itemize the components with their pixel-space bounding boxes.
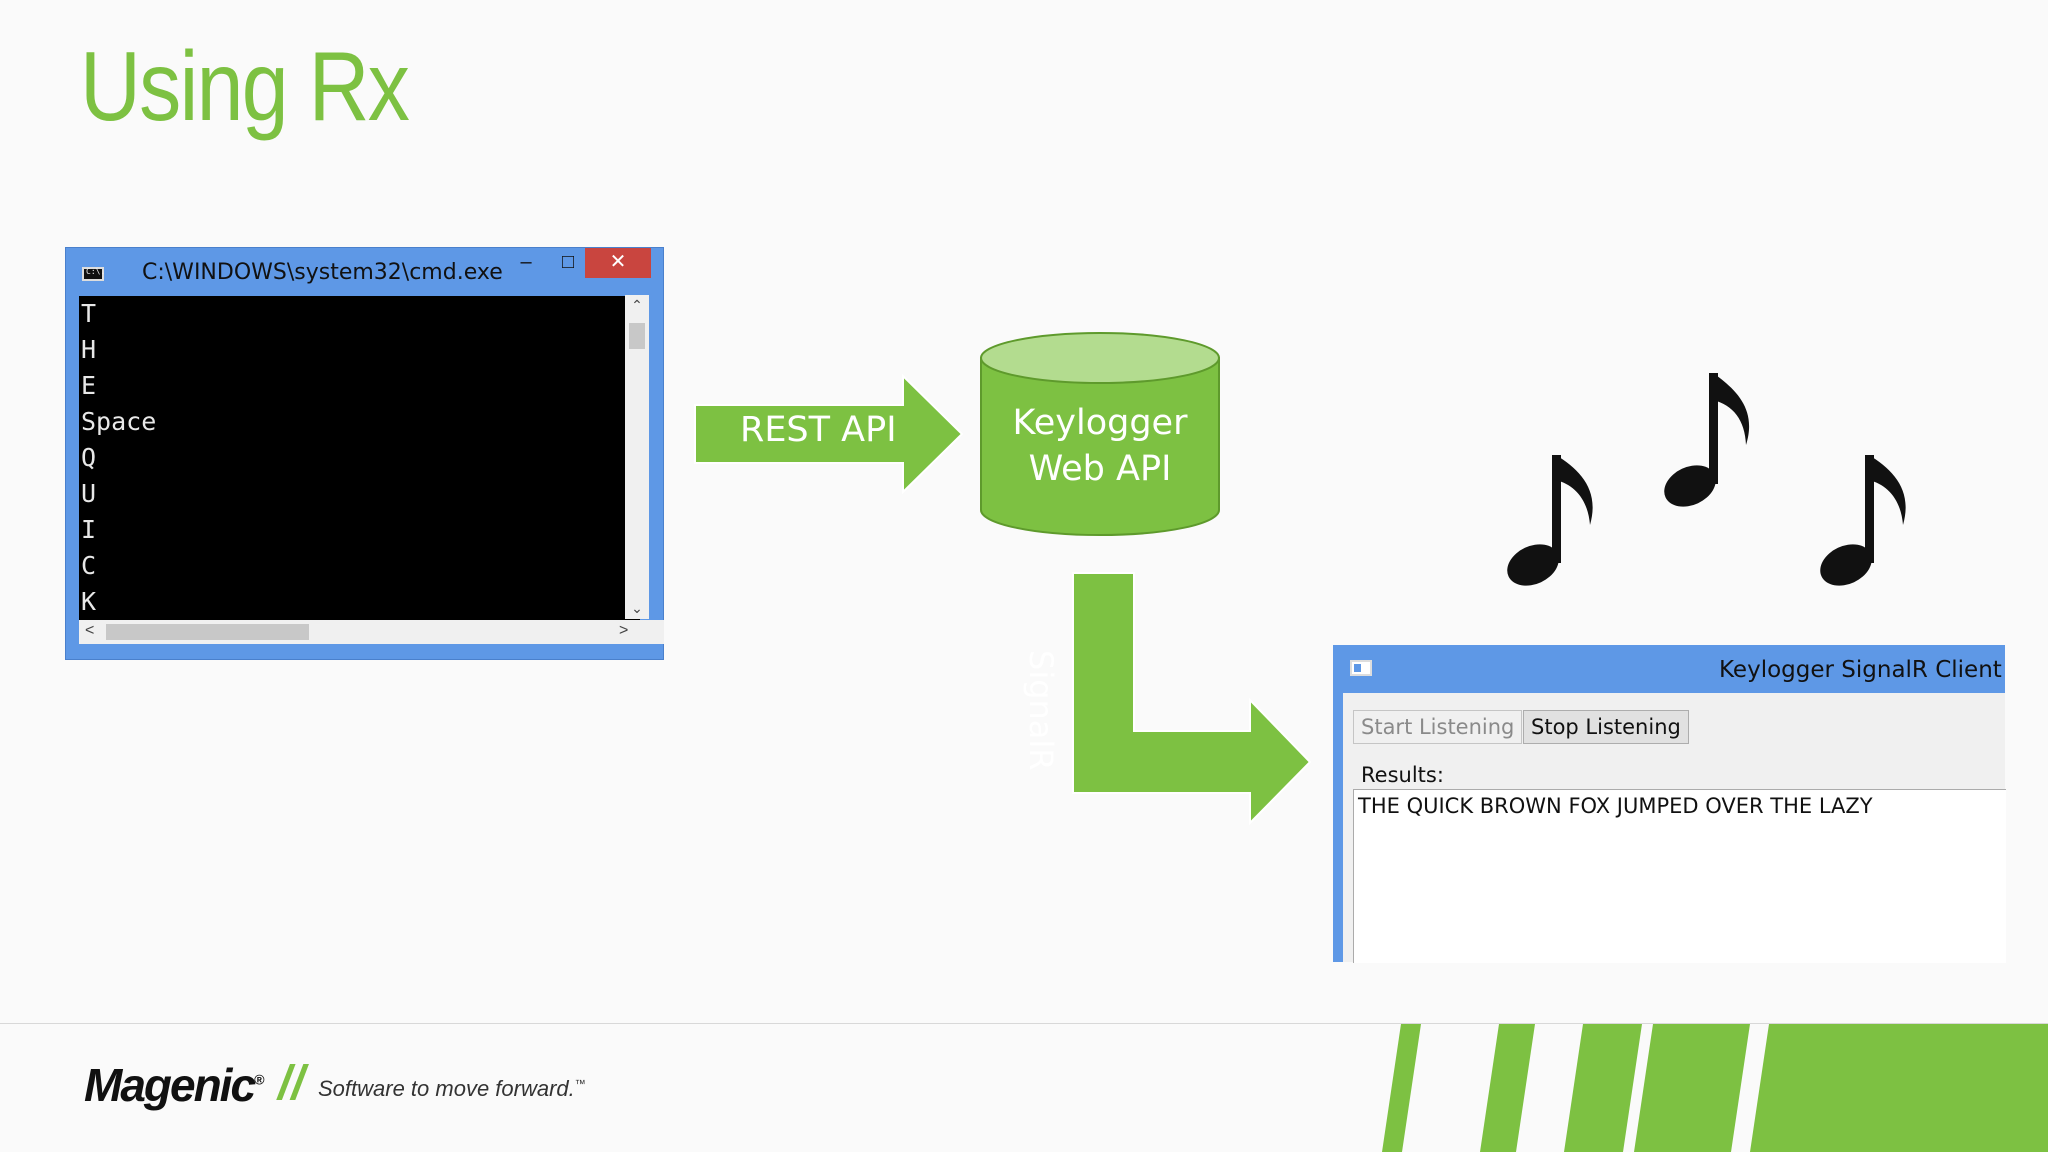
database-label-line1: Keylogger	[1012, 403, 1188, 443]
console-icon: C:\.	[82, 267, 106, 281]
console-line: U	[81, 479, 97, 508]
console-line: H	[81, 335, 97, 364]
brand-stripes	[1382, 1024, 2048, 1152]
footer-divider	[0, 1023, 2048, 1024]
music-note-icon-2	[1664, 373, 1750, 507]
console-icon-text: C:\.	[86, 267, 106, 276]
magenic-logo: Magenic®	[84, 1058, 264, 1112]
music-note-icon-3	[1820, 455, 1906, 586]
console-line: Q	[81, 443, 97, 472]
tagline: Software to move forward.™	[318, 1076, 586, 1102]
logo-registered-mark: ®	[254, 1071, 264, 1088]
tagline-trademark: ™	[574, 1078, 586, 1091]
horizontal-scroll-thumb[interactable]	[106, 624, 309, 640]
footer	[0, 1024, 2048, 1152]
rest-api-arrow	[694, 373, 964, 495]
slide-title: Using Rx	[80, 31, 410, 141]
scroll-up-icon[interactable]: ⌃	[631, 297, 643, 313]
cmd-title: C:\WINDOWS\system32\cmd.exe	[142, 260, 503, 285]
window-icon	[1350, 660, 1372, 676]
console-line: E	[81, 371, 97, 400]
scroll-down-icon[interactable]: ⌄	[631, 600, 643, 616]
signalr-arrow	[1072, 572, 1312, 826]
start-listening-button[interactable]: Start Listening	[1353, 710, 1523, 744]
client-body: Start Listening Stop Listening Results: …	[1343, 693, 2006, 963]
database-cylinder	[980, 332, 1220, 536]
music-note-icon-1	[1507, 455, 1593, 586]
scroll-left-icon[interactable]: <	[85, 622, 95, 639]
cmd-window: C:\. C:\WINDOWS\system32\cmd.exe – □ ✕ T…	[65, 247, 664, 660]
signalr-label: SignalR	[1022, 650, 1060, 771]
stop-listening-button[interactable]: Stop Listening	[1523, 710, 1689, 744]
vertical-scrollbar[interactable]: ⌃ ⌄	[625, 295, 649, 619]
console-line: K	[81, 587, 97, 616]
database-label-line2: Web API	[1028, 449, 1172, 489]
results-textbox[interactable]: THE QUICK BROWN FOX JUMPED OVER THE LAZY	[1353, 789, 2006, 963]
console-line: I	[81, 515, 97, 544]
results-text: THE QUICK BROWN FOX JUMPED OVER THE LAZY	[1358, 794, 1873, 818]
vertical-scroll-thumb[interactable]	[629, 323, 645, 349]
tagline-text: Software to move forward.	[318, 1076, 575, 1101]
scroll-right-icon[interactable]: >	[619, 622, 629, 639]
horizontal-scrollbar[interactable]: < >	[79, 620, 664, 644]
close-button[interactable]: ✕	[585, 248, 651, 278]
results-label: Results:	[1361, 763, 1444, 787]
console-line: C	[81, 551, 97, 580]
logo-separator: //	[278, 1057, 305, 1110]
database-label: Keylogger Web API	[985, 400, 1215, 492]
maximize-button[interactable]: □	[561, 251, 575, 273]
signalr-client-window: Keylogger SignalR Client Start Listening…	[1333, 645, 2006, 963]
rest-api-label: REST API	[740, 410, 897, 450]
client-titlebar[interactable]: Keylogger SignalR Client	[1333, 645, 2005, 693]
cmd-titlebar[interactable]: C:\. C:\WINDOWS\system32\cmd.exe – □ ✕	[66, 248, 663, 296]
console-line: T	[81, 299, 97, 328]
minimize-button[interactable]: –	[520, 251, 532, 273]
client-title: Keylogger SignalR Client	[1719, 657, 2002, 683]
console-line: Space	[81, 407, 157, 436]
logo-text: Magenic	[84, 1059, 256, 1111]
